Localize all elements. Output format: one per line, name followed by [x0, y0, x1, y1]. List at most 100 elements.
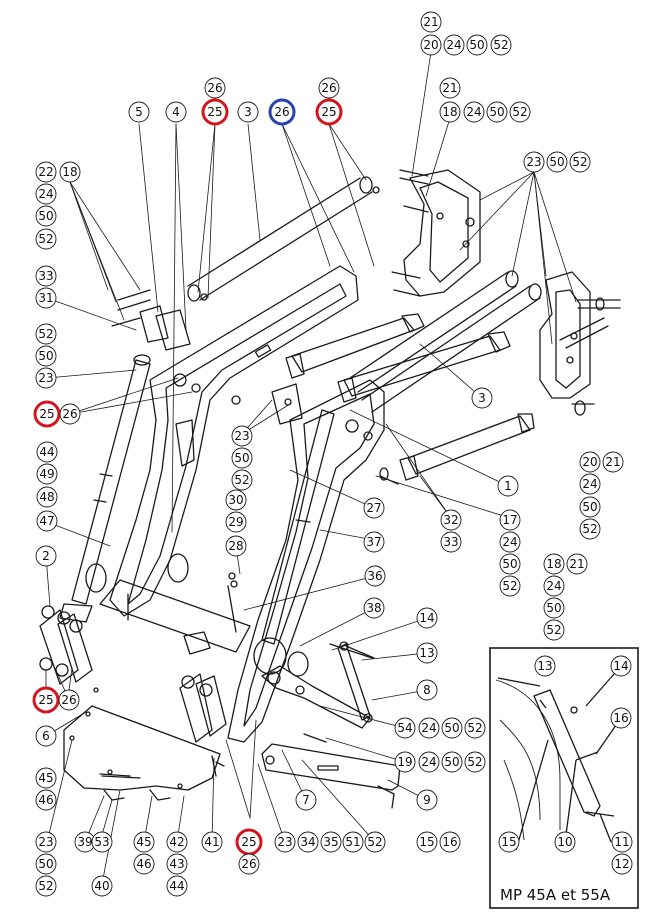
callout-41: 41 — [201, 831, 223, 853]
callout-46: 46 — [133, 853, 155, 875]
callout-number: 33 — [38, 269, 53, 283]
guard-plate — [63, 705, 221, 801]
callout-circle — [35, 767, 57, 789]
callout-circle — [32, 686, 60, 714]
callout-number: 20 — [423, 38, 438, 52]
callout-number: 23 — [234, 429, 249, 443]
callout-50: 50 — [35, 345, 57, 367]
callout-20: 20 — [579, 451, 601, 473]
callout-circle — [231, 425, 253, 447]
callout-52: 52 — [35, 228, 57, 250]
callout-number: 50 — [549, 155, 564, 169]
callout-number: 26 — [274, 105, 289, 119]
callout-circle — [416, 831, 438, 853]
callout-24: 24 — [463, 101, 485, 123]
callout-28: 28 — [225, 535, 247, 557]
callout-23: 23 — [274, 831, 296, 853]
callout-circle — [611, 853, 633, 875]
callout-circle — [36, 463, 58, 485]
callout-19: 19 — [394, 751, 416, 773]
callout-number: 21 — [569, 557, 584, 571]
callout-22: 22 — [35, 161, 57, 183]
callout-number: 50 — [38, 857, 53, 871]
callout-3: 3 — [237, 101, 259, 123]
callout-circle — [610, 707, 632, 729]
callout-circle — [133, 831, 155, 853]
callout-circle — [35, 183, 57, 205]
callout-number: 52 — [502, 579, 517, 593]
callout-circle — [35, 789, 57, 811]
callout-number: 4 — [172, 105, 180, 119]
callout-39: 39 — [74, 831, 96, 853]
callout-10: 10 — [554, 831, 576, 853]
callout-circle — [554, 831, 576, 853]
callout-40: 40 — [91, 875, 113, 897]
callout-number: 6 — [42, 729, 50, 743]
callout-number: 24 — [421, 721, 436, 735]
callout-26: 26 — [58, 689, 80, 711]
callout-15: 15 — [416, 831, 438, 853]
callout-number: 49 — [39, 467, 54, 481]
callout-circle — [439, 77, 461, 99]
callout-circle — [295, 789, 317, 811]
callout-52: 52 — [35, 875, 57, 897]
inset-detail — [489, 647, 639, 909]
callout-2: 2 — [35, 545, 57, 567]
callout-circle — [463, 101, 485, 123]
callout-23: 23 — [523, 151, 545, 173]
callout-50: 50 — [466, 34, 488, 56]
callout-number: 13 — [419, 646, 434, 660]
callout-number: 3 — [244, 105, 252, 119]
callout-circle — [33, 400, 61, 428]
callout-50: 50 — [441, 717, 463, 739]
callout-circle — [440, 509, 462, 531]
callout-number: 43 — [169, 857, 184, 871]
callout-number: 32 — [443, 513, 458, 527]
callout-number: 26 — [321, 81, 336, 95]
fasteners — [85, 289, 399, 779]
callout-number: 52 — [234, 473, 249, 487]
callout-circle — [35, 831, 57, 853]
callout-24: 24 — [543, 575, 565, 597]
callout-number: 28 — [228, 539, 243, 553]
callout-number: 50 — [546, 601, 561, 615]
callout-number: 13 — [537, 659, 552, 673]
callout-number: 14 — [613, 659, 628, 673]
callout-circle — [35, 345, 57, 367]
callout-1: 1 — [497, 475, 519, 497]
callout-50: 50 — [499, 553, 521, 575]
callout-circle — [35, 875, 57, 897]
callout-51: 51 — [342, 831, 364, 853]
callout-circle — [523, 151, 545, 173]
callout-circle — [35, 161, 57, 183]
callout-number: 26 — [62, 407, 77, 421]
callout-circle — [439, 101, 461, 123]
callout-number: 23 — [38, 371, 53, 385]
callout-21: 21 — [602, 451, 624, 473]
callout-circle — [498, 831, 520, 853]
callout-number: 24 — [421, 755, 436, 769]
callout-number: 17 — [502, 513, 517, 527]
callout-circle — [238, 853, 260, 875]
callout-52: 52 — [499, 575, 521, 597]
callout-number: 40 — [94, 879, 109, 893]
callout-circle — [59, 161, 81, 183]
callout-number: 16 — [442, 835, 457, 849]
callout-52: 52 — [490, 34, 512, 56]
callout-32: 32 — [440, 509, 462, 531]
callout-number: 15 — [501, 835, 516, 849]
callout-26: 26 — [238, 853, 260, 875]
callout-circle — [237, 101, 259, 123]
callout-43: 43 — [166, 853, 188, 875]
right-mount-bracket — [539, 271, 621, 416]
callout-number: 38 — [366, 601, 381, 615]
callout-circle — [441, 751, 463, 773]
callout-number: 30 — [228, 493, 243, 507]
callout-circle — [318, 77, 340, 99]
callout-number: 2 — [42, 549, 50, 563]
callout-circle — [418, 751, 440, 773]
callout-number: 52 — [493, 38, 508, 52]
callout-number: 36 — [367, 569, 382, 583]
